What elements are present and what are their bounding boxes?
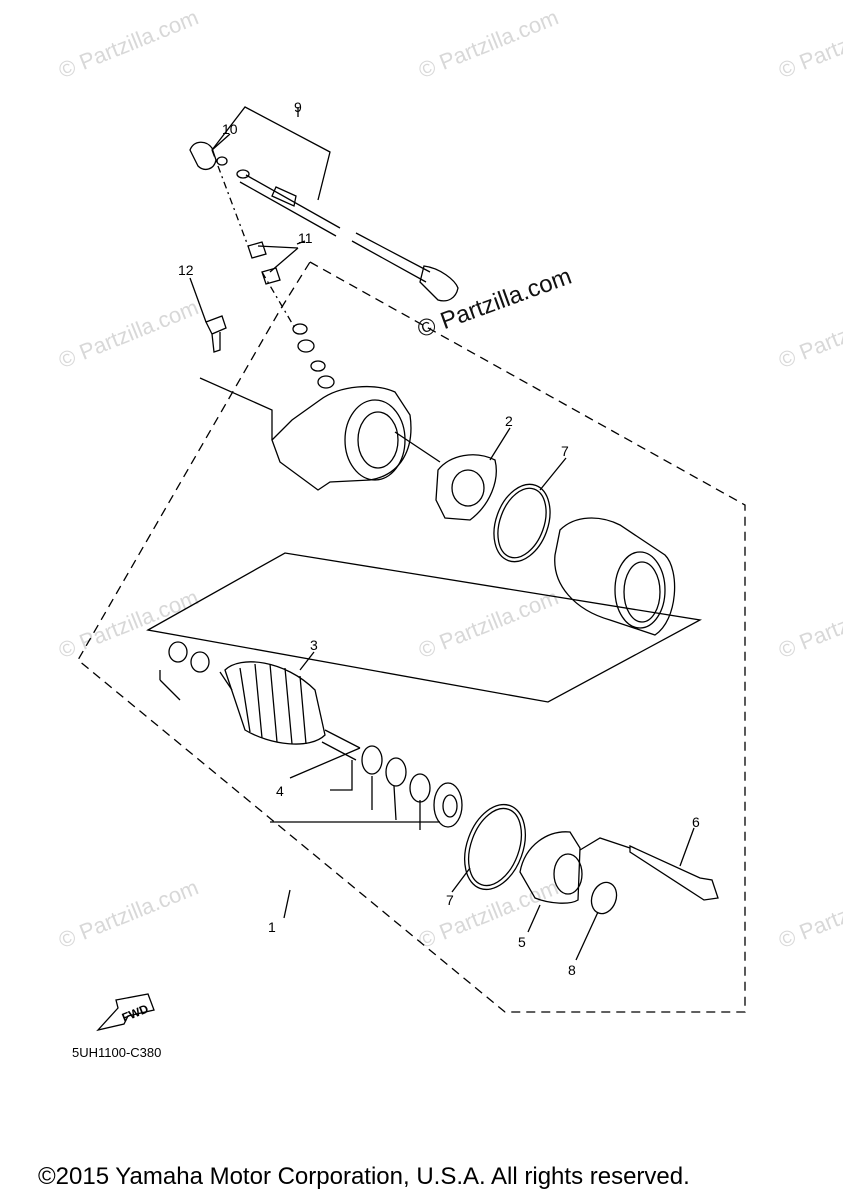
lead-wire-bracket bbox=[211, 106, 331, 201]
terminal-cap bbox=[189, 141, 217, 171]
callout-1: 1 bbox=[268, 919, 276, 935]
callout-11: 11 bbox=[298, 230, 313, 246]
o-ring-lower bbox=[464, 803, 526, 891]
nut bbox=[261, 267, 281, 285]
fwd-arrow-icon bbox=[96, 993, 155, 1032]
yoke bbox=[554, 517, 676, 636]
brush-holder bbox=[435, 454, 497, 521]
armature bbox=[224, 661, 326, 745]
callout-8: 8 bbox=[568, 962, 576, 978]
lead-wire bbox=[239, 174, 341, 237]
fwd-label: FWD bbox=[120, 1001, 151, 1024]
callout-6: 6 bbox=[692, 814, 700, 830]
through-bolt bbox=[629, 844, 719, 901]
o-ring-small bbox=[590, 881, 618, 915]
rear-cover bbox=[519, 831, 581, 904]
callout-3: 3 bbox=[310, 637, 318, 653]
callout-7-upper: 7 bbox=[561, 443, 569, 459]
callout-10: 10 bbox=[222, 121, 238, 137]
callout-9: 9 bbox=[294, 99, 302, 115]
assembly-dashed-outline bbox=[77, 261, 746, 1013]
lead-wire-boot bbox=[419, 265, 459, 302]
callout-5: 5 bbox=[518, 934, 526, 950]
bolt bbox=[205, 315, 227, 353]
nut bbox=[247, 241, 267, 259]
part-code-label: 5UH1100-C380 bbox=[72, 1045, 162, 1060]
copyright-notice: ©2015 Yamaha Motor Corporation, U.S.A. A… bbox=[38, 1163, 690, 1190]
callout-2: 2 bbox=[505, 413, 513, 429]
callout-12: 12 bbox=[178, 262, 194, 278]
armature-group-outline bbox=[146, 552, 702, 703]
callout-7-lower: 7 bbox=[446, 892, 454, 908]
o-ring-upper bbox=[493, 483, 551, 563]
callout-4: 4 bbox=[276, 783, 284, 799]
